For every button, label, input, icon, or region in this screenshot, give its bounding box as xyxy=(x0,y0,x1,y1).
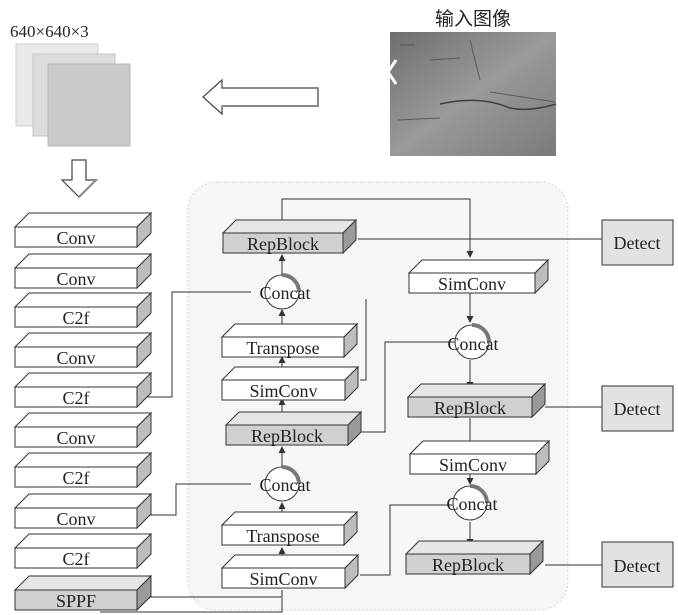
backbone-block-c2f-label: C2f xyxy=(63,308,90,328)
backbone-block-c2f: C2f xyxy=(13,371,153,409)
neck-right-simconv-2: SimConv xyxy=(408,439,551,476)
neck-left-transpose-2: Transpose xyxy=(220,510,359,547)
detect-head-3: Detect xyxy=(601,541,674,588)
backbone-block-c2f: C2f xyxy=(13,532,153,570)
backbone-block-sppf-label: SPPF xyxy=(56,591,96,611)
concat-node-right-2: Concat xyxy=(447,484,498,521)
detect-label: Detect xyxy=(614,233,661,253)
concat-label: Concat xyxy=(260,283,311,303)
left-arrow-icon xyxy=(202,78,319,116)
neck-left-simconv-2-label: SimConv xyxy=(249,569,317,589)
backbone-block-conv-label: Conv xyxy=(56,269,95,289)
input-image-title: 输入图像 xyxy=(435,8,511,30)
concat-label: Concat xyxy=(260,475,311,495)
neck-right-repblock-1: RepBlock xyxy=(406,382,547,419)
backbone-block-conv: Conv xyxy=(13,252,153,290)
backbone-block-conv-label: Conv xyxy=(56,348,95,368)
detect-head-2: Detect xyxy=(601,385,674,432)
neck: RepBlockTransposeSimConvRepBlockTranspos… xyxy=(220,218,551,590)
neck-left-transpose-1: Transpose xyxy=(220,322,359,359)
neck-right-repblock-1-label: RepBlock xyxy=(434,398,506,418)
neck-right-repblock-2-label: RepBlock xyxy=(432,555,504,575)
neck-left-repblock-mid-label: RepBlock xyxy=(251,426,323,446)
backbone-block-c2f: C2f xyxy=(13,291,153,329)
neck-right-simconv-1: SimConv xyxy=(407,258,550,295)
concat-label: Concat xyxy=(447,494,498,514)
neck-left-simconv-1: SimConv xyxy=(220,365,360,402)
detect-label: Detect xyxy=(614,556,661,576)
concat-node-right-1: Concat xyxy=(448,323,499,360)
backbone-block-c2f-label: C2f xyxy=(63,468,90,488)
detect-label: Detect xyxy=(614,399,661,419)
detect-head-1: Detect xyxy=(601,219,674,266)
concat-label: Concat xyxy=(448,334,499,354)
neck-left-transpose-1-label: Transpose xyxy=(246,338,319,358)
backbone-block-c2f-label: C2f xyxy=(63,388,90,408)
backbone-block-conv-label: Conv xyxy=(56,428,95,448)
neck-right-simconv-2-label: SimConv xyxy=(439,455,507,475)
backbone-block-conv: Conv xyxy=(13,331,153,369)
neck-left-repblock-mid: RepBlock xyxy=(224,410,363,447)
neck-right-simconv-1-label: SimConv xyxy=(438,274,506,294)
backbone-block-conv-label: Conv xyxy=(56,228,95,248)
neck-left-repblock-top: RepBlock xyxy=(221,218,358,255)
down-arrow-icon xyxy=(60,159,99,198)
neck-left-simconv-1-label: SimConv xyxy=(249,381,317,401)
backbone-block-sppf: SPPF xyxy=(13,574,153,612)
input-tensor-stack-icon xyxy=(15,43,131,147)
neck-left-simconv-2: SimConv xyxy=(220,553,360,590)
backbone-block-c2f-label: C2f xyxy=(63,549,90,569)
backbone-block-conv: Conv xyxy=(13,211,153,249)
backbone-block-conv: Conv xyxy=(13,411,153,449)
input-dims-label: 640×640×3 xyxy=(10,22,89,41)
concat-node-left-2: Concat xyxy=(260,465,311,502)
input-image xyxy=(386,32,557,156)
neck-right-repblock-2: RepBlock xyxy=(404,539,545,576)
backbone-block-c2f: C2f xyxy=(13,451,153,489)
concat-node-left-1: Concat xyxy=(260,273,311,310)
neck-left-transpose-2-label: Transpose xyxy=(246,526,319,546)
backbone-block-conv-label: Conv xyxy=(56,509,95,529)
backbone-block-conv: Conv xyxy=(13,492,153,530)
neck-left-repblock-top-label: RepBlock xyxy=(247,234,319,254)
